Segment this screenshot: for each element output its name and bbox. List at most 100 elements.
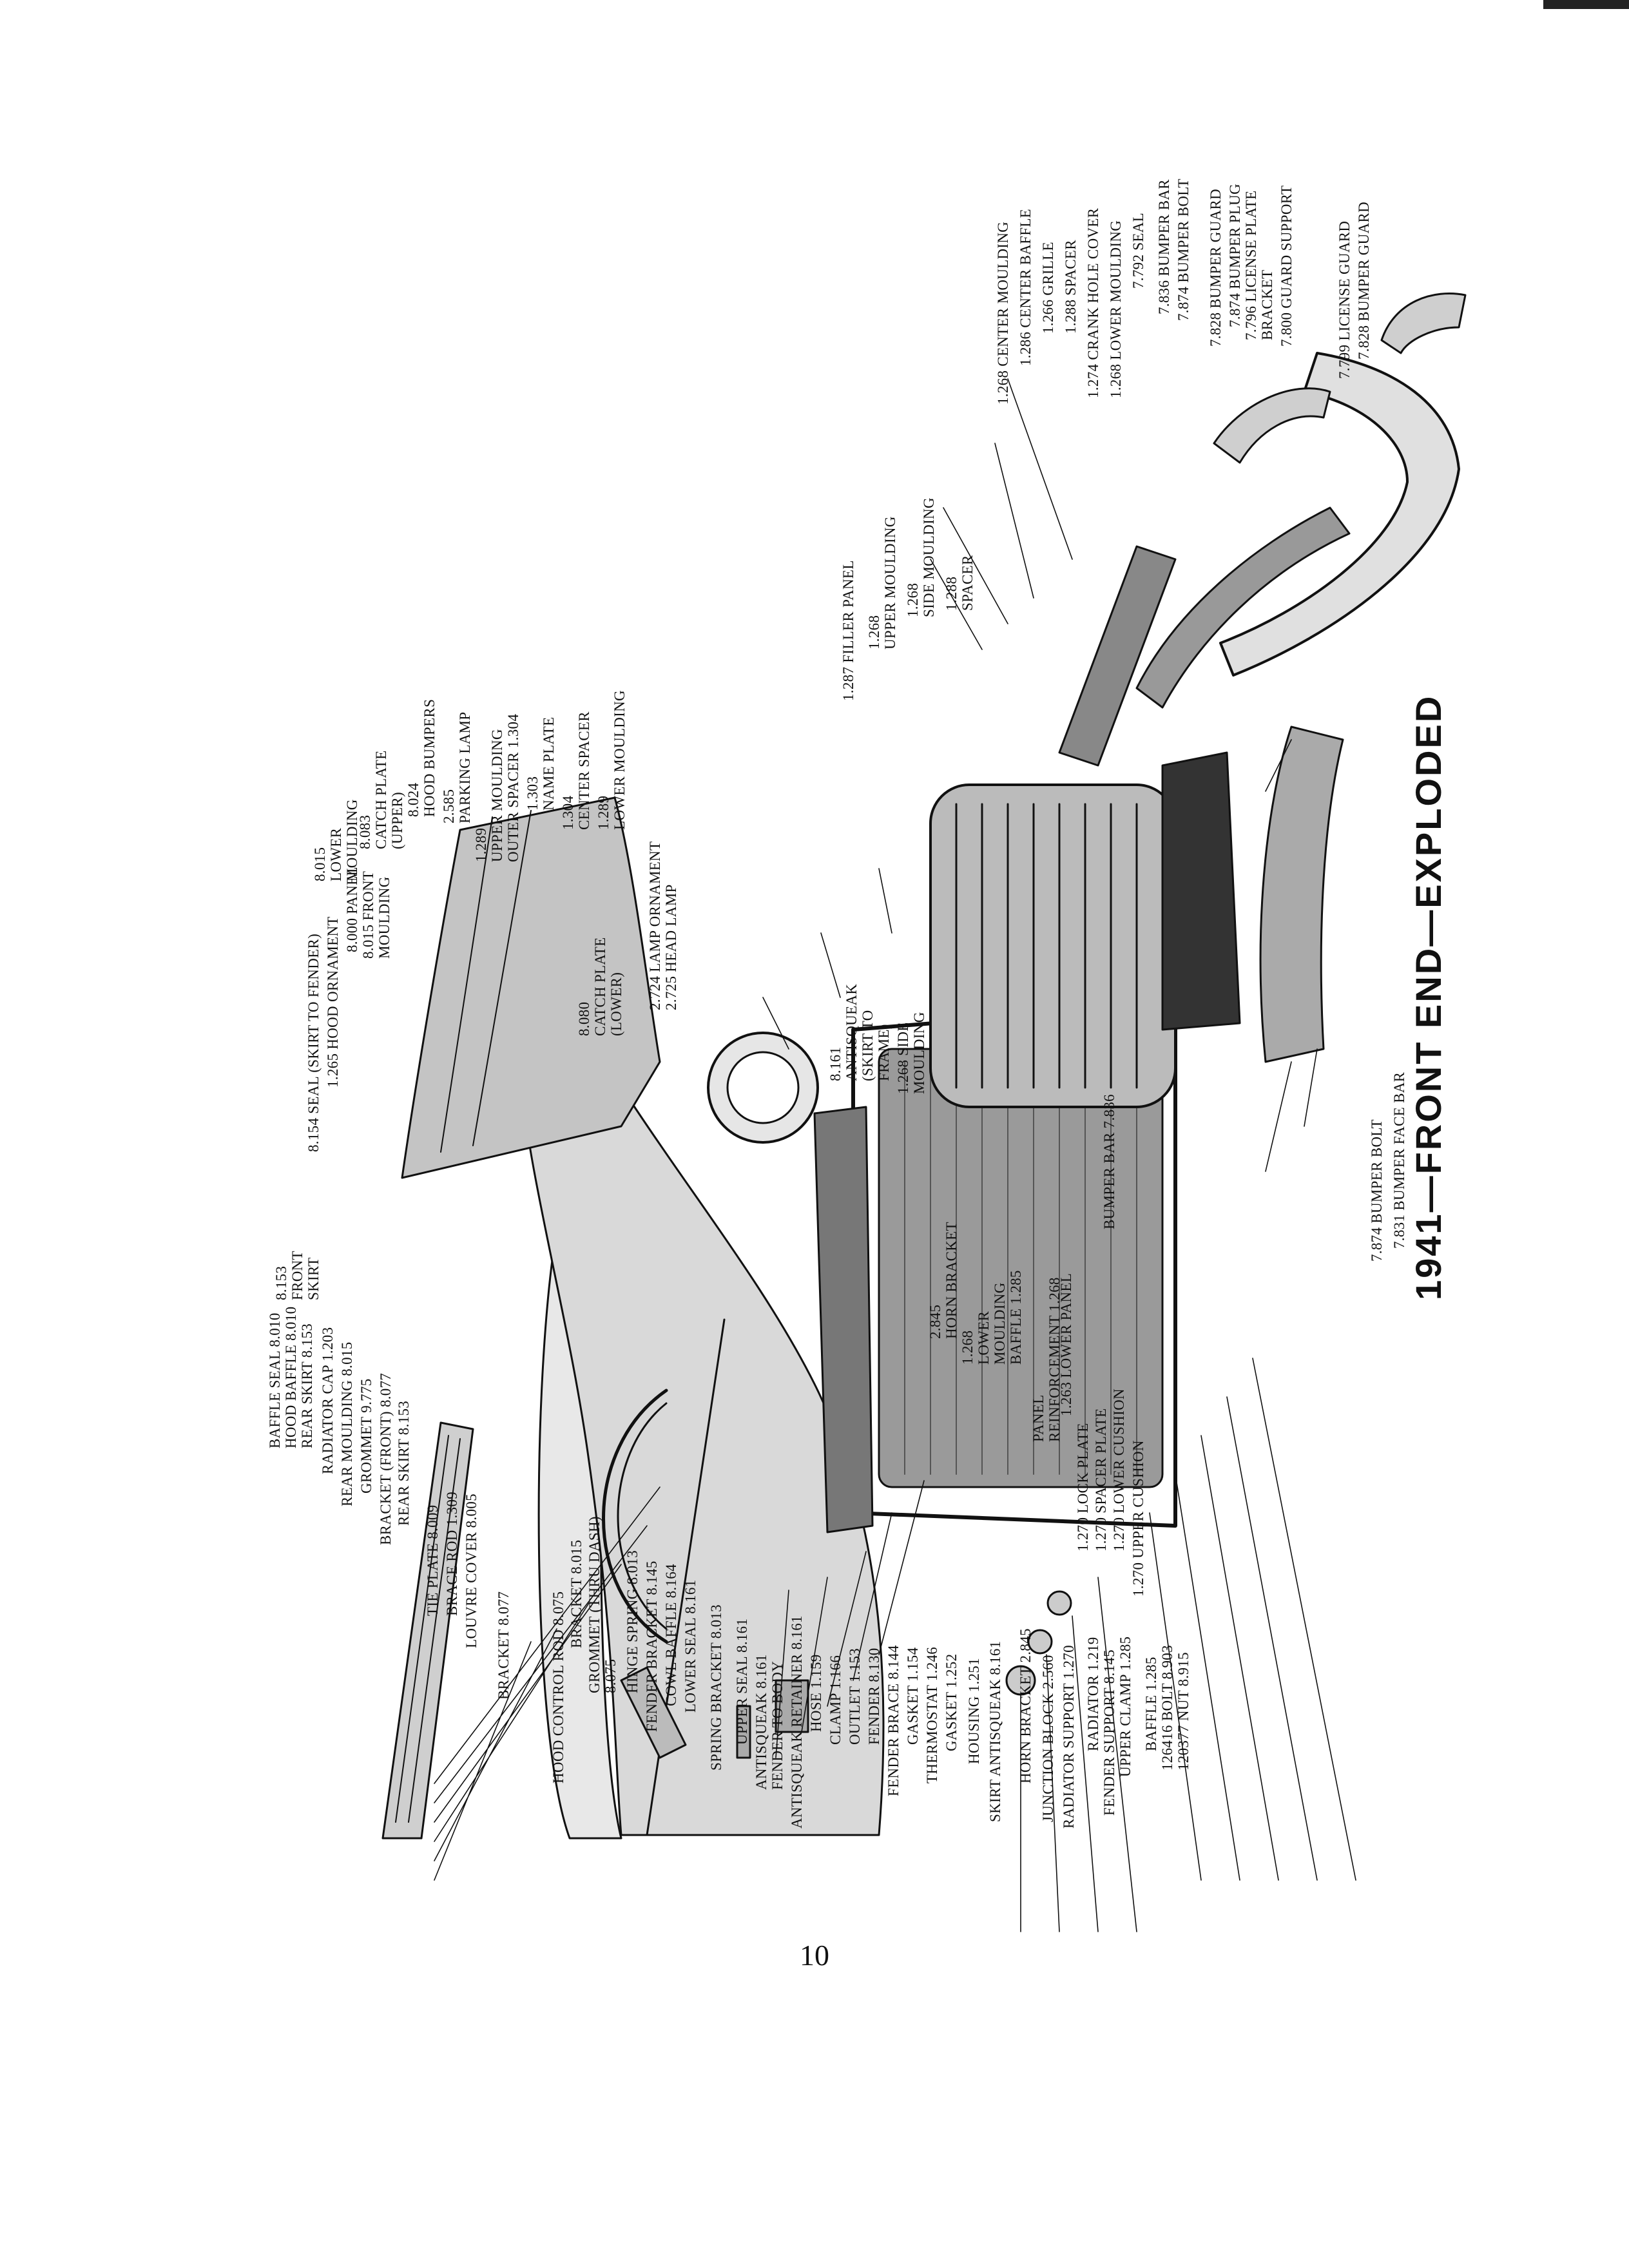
label-bumper-bar: 7.836 BUMPER BAR	[1156, 179, 1172, 314]
label-fender-bracket: FENDER BRACKET 8.145	[644, 1561, 660, 1732]
label-grommet-thru-dash: GROMMET (THRU DASH)8.075	[586, 1516, 619, 1693]
label-upper-clamp: UPPER CLAMP 1.285	[1117, 1636, 1133, 1777]
label-bracket-8077: BRACKET 8.077	[496, 1591, 512, 1700]
bumper-guard	[1213, 387, 1331, 464]
bumper-bar	[1135, 506, 1351, 709]
label-lower-moulding-1268-b: 1.268 LOWER MOULDING	[1108, 220, 1124, 398]
label-thermostat: THERMOSTAT 1.246	[924, 1646, 940, 1783]
label-horn-bracket-2845: HORN BRACKET 2.845	[1017, 1628, 1034, 1783]
label-fender-brace: FENDER BRACE 8.144	[885, 1645, 901, 1796]
label-baffle-1285: BAFFLE 1.285	[1143, 1657, 1159, 1751]
label-grommet: GROMMET 9.775	[358, 1378, 374, 1494]
label-tie-plate: TIE PLATE 8.009	[425, 1504, 441, 1616]
label-radiator: RADIATOR 1.219	[1085, 1637, 1101, 1751]
label-lock-plate: 1.270 LOCK PLATE	[1075, 1423, 1091, 1552]
label-bumper-bolt: 7.874 BUMPER BOLT	[1175, 178, 1191, 321]
label-bumper-face-bar: 7.831 BUMPER FACE BAR	[1391, 1072, 1407, 1249]
center-baffle	[1161, 751, 1241, 1031]
label-lamp-ornament: 2.724 LAMP ORNAMENT	[647, 841, 663, 1010]
label-bumper-bar-7836: BUMPER BAR 7.836	[1101, 1094, 1117, 1229]
fender-wheel-arch	[602, 1389, 668, 1644]
label-bumper-guard: 7.828 BUMPER GUARD	[1208, 188, 1224, 347]
page-number: 10	[800, 1939, 829, 1972]
exploded-view-plate: BAFFLE SEAL 8.010 HOOD BAFFLE 8.010 REAR…	[170, 160, 1491, 2093]
label-seal-skirt-to-fender: 8.154 SEAL (SKIRT TO FENDER)	[305, 933, 322, 1152]
label-fender: FENDER 8.130	[866, 1648, 882, 1745]
label-hood-control-rod: HOOD CONTROL ROD 8.075	[550, 1591, 566, 1783]
spring-bracket	[775, 1679, 809, 1733]
label-hinge-spring: HINGE SPRING 8.013	[624, 1550, 641, 1693]
exploded-drawing	[381, 293, 1467, 1932]
label-lower-seal: LOWER SEAL 8.161	[682, 1579, 699, 1713]
label-hood-ornament: 1.265 HOOD ORNAMENT	[325, 916, 341, 1088]
label-hose: HOSE 1.159	[808, 1654, 824, 1732]
label-spacer-plate: 1.270 SPACER PLATE	[1093, 1408, 1109, 1552]
label-fender-support: FENDER SUPPORT 8.145	[1101, 1649, 1117, 1816]
label-junction-block: JUNCTION BLOCK 2.560	[1040, 1655, 1056, 1822]
license-guard	[1380, 293, 1467, 354]
label-lower-cushion: 1.270 LOWER CUSHION	[1111, 1389, 1127, 1552]
label-outlet: OUTLET 1.153	[847, 1648, 863, 1745]
label-rear-moulding: REAR MOULDING 8.015	[339, 1341, 355, 1507]
scan-edge-mark	[1543, 0, 1629, 9]
plate-title: 1941—FRONT END—EXPLODED	[1408, 694, 1449, 1300]
bumper-bracket	[1058, 545, 1177, 767]
label-lower-panel: 1.263 LOWER PANEL	[1058, 1273, 1074, 1416]
label-gasket-1154: GASKET 1.154	[905, 1647, 921, 1745]
label-baffle-1285-b: BAFFLE 1.285	[1008, 1270, 1024, 1365]
label-bolt: 126416 BOLT 8.903	[1159, 1645, 1175, 1771]
lower-panel	[1259, 726, 1344, 1063]
grille	[929, 783, 1177, 1108]
label-bracket-8015: BRACKET 8.015	[568, 1539, 584, 1648]
label-baffle-seal: BAFFLE SEAL 8.010	[267, 1312, 283, 1448]
label-bumper-bolt-bottom: 7.874 BUMPER BOLT	[1369, 1119, 1385, 1262]
label-guard-support: 7.800 GUARD SUPPORT	[1278, 185, 1295, 347]
bumper-face-bar	[1219, 352, 1460, 677]
label-rear-skirt: REAR SKIRT 8.153	[299, 1323, 315, 1448]
inner-cowl	[813, 1106, 874, 1533]
label-louvre-cover: LOUVRE COVER 8.005	[463, 1494, 479, 1648]
label-radiator-support: RADIATOR SUPPORT 1.270	[1061, 1645, 1077, 1829]
label-license-guard: 7.799 LICENSE GUARD	[1336, 220, 1353, 379]
outlet	[1027, 1629, 1053, 1655]
label-center-moulding: 1.268 CENTER MOULDING	[995, 221, 1011, 405]
label-brace-rod: BRACE ROD 1.309	[444, 1492, 460, 1616]
label-spring-bracket: SPRING BRACKET 8.013	[708, 1604, 724, 1771]
label-clamp: CLAMP 1.166	[827, 1655, 843, 1745]
label-crank-hole-cover: 1.274 CRANK HOLE COVER	[1085, 207, 1101, 398]
label-spacer-1288-b: 1.288 SPACER	[1063, 240, 1079, 334]
label-gasket-1252: GASKET 1.252	[943, 1653, 959, 1751]
label-bumper-plug: 7.874 BUMPER PLUG	[1227, 184, 1243, 327]
label-bumper-guard-b: 7.828 BUMPER GUARD	[1356, 201, 1372, 360]
label-head-lamp: 2.725 HEAD LAMP	[663, 884, 679, 1010]
label-housing: HOUSING 1.251	[966, 1658, 982, 1764]
label-antisqueak-retainer: ANTISQUEAK RETAINER 8.161	[789, 1615, 805, 1829]
label-grille: 1.266 GRILLE	[1040, 242, 1056, 334]
label-center-baffle: 1.286 CENTER BAFFLE	[1017, 208, 1034, 366]
label-nut: 120377 NUT 8.915	[1175, 1652, 1191, 1771]
label-seal-7792: 7.792 SEAL	[1130, 213, 1146, 289]
label-filler-panel: 1.287 FILLER PANEL	[840, 560, 856, 701]
label-bracket-front: BRACKET (FRONT) 8.077	[378, 1372, 394, 1545]
label-radiator-cap: RADIATOR CAP 1.203	[320, 1327, 336, 1474]
label-cowl-baffle: COWL BAFFLE 8.164	[663, 1564, 679, 1706]
